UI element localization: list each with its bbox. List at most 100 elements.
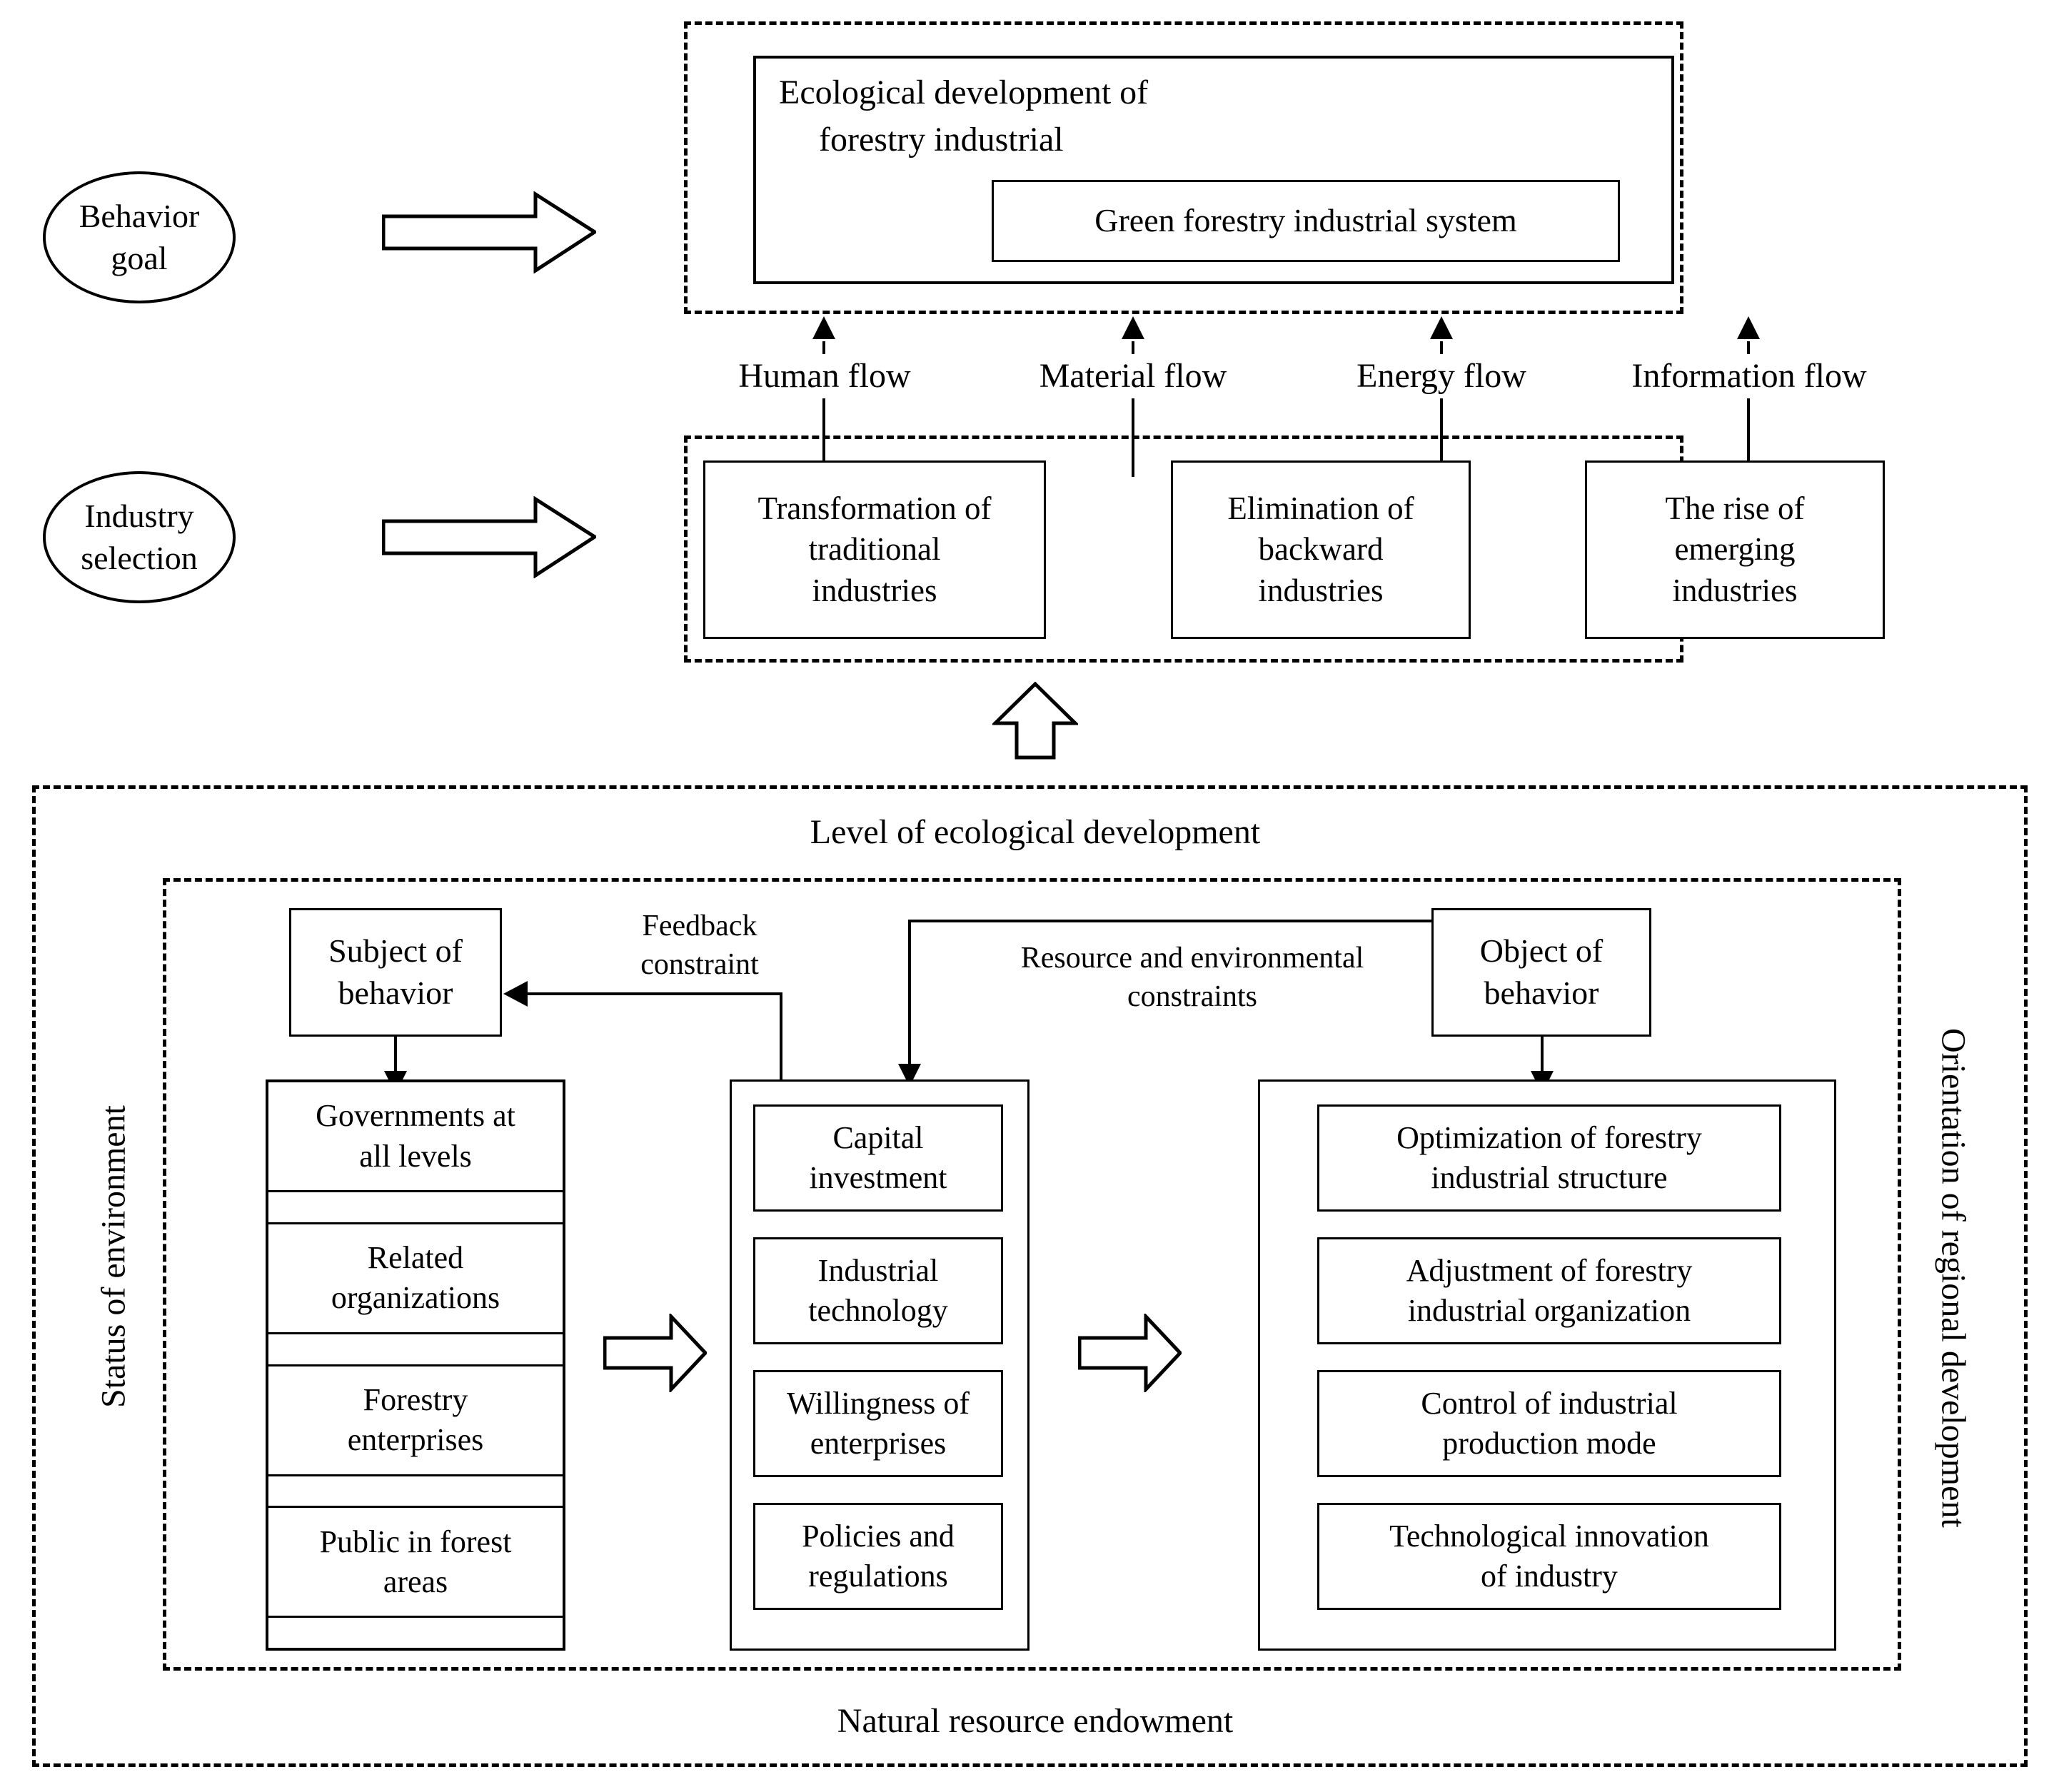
subject-stack-spacer-4 xyxy=(268,1618,563,1648)
object-to-items-line xyxy=(1541,1037,1544,1079)
ecological-development-title-line1: Ecological development of xyxy=(779,74,1149,111)
object-item-technological-innovation-line1: Technological innovation xyxy=(1389,1518,1709,1554)
driver-item-willingness-of-enterprises-line2: enterprises xyxy=(810,1426,947,1461)
object-of-behavior-line2: behavior xyxy=(1484,975,1599,1011)
object-item-optimization-structure: Optimization of forestry industrial stru… xyxy=(1317,1104,1781,1212)
subject-stack-spacer-2 xyxy=(268,1334,563,1366)
resource-constraint-line1: Resource and environmental xyxy=(1020,942,1364,975)
object-item-adjustment-organization: Adjustment of forestry industrial organi… xyxy=(1317,1237,1781,1344)
subject-of-behavior-box: Subject of behavior xyxy=(289,908,502,1037)
subject-to-stack-line xyxy=(394,1037,397,1079)
object-item-technological-innovation-line2: of industry xyxy=(1481,1559,1618,1594)
driver-items-container: Capital investment Industrial technology… xyxy=(730,1079,1030,1651)
driver-item-willingness-of-enterprises-line1: Willingness of xyxy=(786,1385,970,1421)
driver-item-industrial-technology: Industrial technology xyxy=(753,1237,1003,1344)
human-flow-label: Human flow xyxy=(703,354,946,398)
driver-item-capital-investment: Capital investment xyxy=(753,1104,1003,1212)
industry-to-foundation-arrow xyxy=(992,682,1078,760)
object-item-control-production-mode-line2: production mode xyxy=(1442,1426,1656,1461)
material-flow-line xyxy=(1132,341,1134,477)
feedback-constraint-label: Feedback constraint xyxy=(578,903,821,989)
subject-item-forestry-enterprises-line1: Forestry xyxy=(363,1381,468,1417)
driver-to-object-arrow xyxy=(1078,1314,1182,1392)
resource-constraint-horizontal-line xyxy=(908,920,1433,922)
industry-box-transformation-line1: Transformation of xyxy=(757,490,992,526)
energy-flow-label: Energy flow xyxy=(1331,354,1552,398)
industry-selection-label-line1: Industry xyxy=(84,497,194,534)
subject-item-forestry-enterprises: Forestry enterprises xyxy=(268,1366,563,1476)
industry-box-elimination: Elimination of backward industries xyxy=(1171,460,1471,639)
subject-item-related-organizations-line1: Related xyxy=(367,1240,464,1276)
driver-item-policies-and-regulations: Policies and regulations xyxy=(753,1503,1003,1610)
object-item-optimization-structure-line1: Optimization of forestry xyxy=(1396,1119,1702,1155)
information-flow-arrowhead xyxy=(1737,316,1760,339)
human-flow-arrowhead xyxy=(812,316,835,339)
feedback-constraint-horizontal-line xyxy=(527,992,781,995)
industry-box-emerging-line2: emerging xyxy=(1674,531,1796,568)
subject-of-behavior-line2: behavior xyxy=(338,975,453,1011)
foundation-outer-dashed-container xyxy=(32,785,2028,1767)
green-forestry-industrial-system-label: Green forestry industrial system xyxy=(1094,202,1517,239)
object-item-technological-innovation: Technological innovation of industry xyxy=(1317,1503,1781,1610)
behavior-goal-label-line2: goal xyxy=(111,239,168,276)
driver-item-industrial-technology-line1: Industrial xyxy=(817,1252,939,1288)
green-forestry-industrial-system-box: Green forestry industrial system xyxy=(992,180,1620,262)
object-item-control-production-mode-line1: Control of industrial xyxy=(1421,1385,1678,1421)
subject-items-stack: Governments at all levels Related organi… xyxy=(266,1079,565,1651)
material-flow-arrowhead xyxy=(1122,316,1144,339)
subject-stack-spacer-3 xyxy=(268,1476,563,1509)
resource-constraint-line2: constraints xyxy=(1127,980,1257,1013)
feedback-constraint-line2: constraint xyxy=(640,948,759,981)
driver-item-capital-investment-line1: Capital xyxy=(832,1119,924,1155)
ecological-development-box: Ecological development of forestry indus… xyxy=(753,56,1674,284)
driver-item-capital-investment-line2: investment xyxy=(809,1160,947,1195)
industry-selection-label-line2: selection xyxy=(81,539,198,576)
object-item-optimization-structure-line2: industrial structure xyxy=(1431,1160,1668,1195)
industry-box-emerging-line1: The rise of xyxy=(1665,490,1805,526)
level-of-ecological-development-label: Level of ecological development xyxy=(810,813,1261,852)
subject-item-forestry-enterprises-line2: enterprises xyxy=(347,1422,484,1458)
driver-item-willingness-of-enterprises: Willingness of enterprises xyxy=(753,1370,1003,1477)
industry-selection-oval: Industry selection xyxy=(43,471,236,603)
subject-of-behavior-line1: Subject of xyxy=(328,932,463,970)
object-of-behavior-line1: Object of xyxy=(1479,932,1604,970)
subject-item-public-in-forest-areas-line2: areas xyxy=(383,1564,448,1599)
object-item-adjustment-organization-line2: industrial organization xyxy=(1407,1293,1691,1328)
feedback-constraint-arrowhead xyxy=(503,981,528,1007)
orientation-of-regional-development-label: Orientation of regional development xyxy=(1934,1028,1973,1528)
industry-box-emerging: The rise of emerging industries xyxy=(1585,460,1885,639)
industry-box-transformation-line3: industries xyxy=(812,572,937,608)
subject-item-governments: Governments at all levels xyxy=(268,1082,563,1193)
industry-box-elimination-line3: industries xyxy=(1258,572,1384,608)
resource-constraint-label: Resource and environmental constraints xyxy=(921,932,1464,1025)
subject-item-governments-line1: Governments at xyxy=(316,1098,515,1134)
industry-box-transformation: Transformation of traditional industries xyxy=(703,460,1046,639)
ecological-development-title-line2: forestry industrial xyxy=(819,121,1064,158)
behavior-goal-arrow xyxy=(382,191,596,273)
object-of-behavior-box: Object of behavior xyxy=(1431,908,1651,1037)
subject-item-governments-line2: all levels xyxy=(359,1138,472,1174)
status-of-environment-label: Status of environment xyxy=(94,1105,133,1408)
industry-box-emerging-line3: industries xyxy=(1672,572,1798,608)
subject-item-public-in-forest-areas-line1: Public in forest xyxy=(319,1524,512,1559)
industry-box-elimination-line2: backward xyxy=(1258,531,1384,568)
energy-flow-arrowhead xyxy=(1430,316,1453,339)
subject-item-related-organizations-line2: organizations xyxy=(331,1280,500,1316)
information-flow-line xyxy=(1747,341,1750,477)
driver-item-industrial-technology-line2: technology xyxy=(808,1293,948,1328)
object-item-control-production-mode: Control of industrial production mode xyxy=(1317,1370,1781,1477)
behavior-goal-dashed-container xyxy=(684,21,1683,314)
foundation-inner-dashed-container xyxy=(163,878,1901,1671)
driver-item-policies-and-regulations-line2: regulations xyxy=(808,1559,948,1594)
industry-box-elimination-line1: Elimination of xyxy=(1227,490,1414,526)
object-items-container: Optimization of forestry industrial stru… xyxy=(1258,1079,1836,1651)
industry-box-transformation-line2: traditional xyxy=(808,531,941,568)
object-item-adjustment-organization-line1: Adjustment of forestry xyxy=(1406,1252,1693,1288)
driver-item-policies-and-regulations-line1: Policies and xyxy=(802,1518,955,1554)
material-flow-label: Material flow xyxy=(1008,354,1258,398)
subject-item-public-in-forest-areas: Public in forest areas xyxy=(268,1508,563,1619)
industry-selection-arrow xyxy=(382,496,596,578)
human-flow-line xyxy=(822,341,825,477)
behavior-goal-label-line1: Behavior xyxy=(79,197,200,234)
energy-flow-line xyxy=(1440,341,1443,477)
